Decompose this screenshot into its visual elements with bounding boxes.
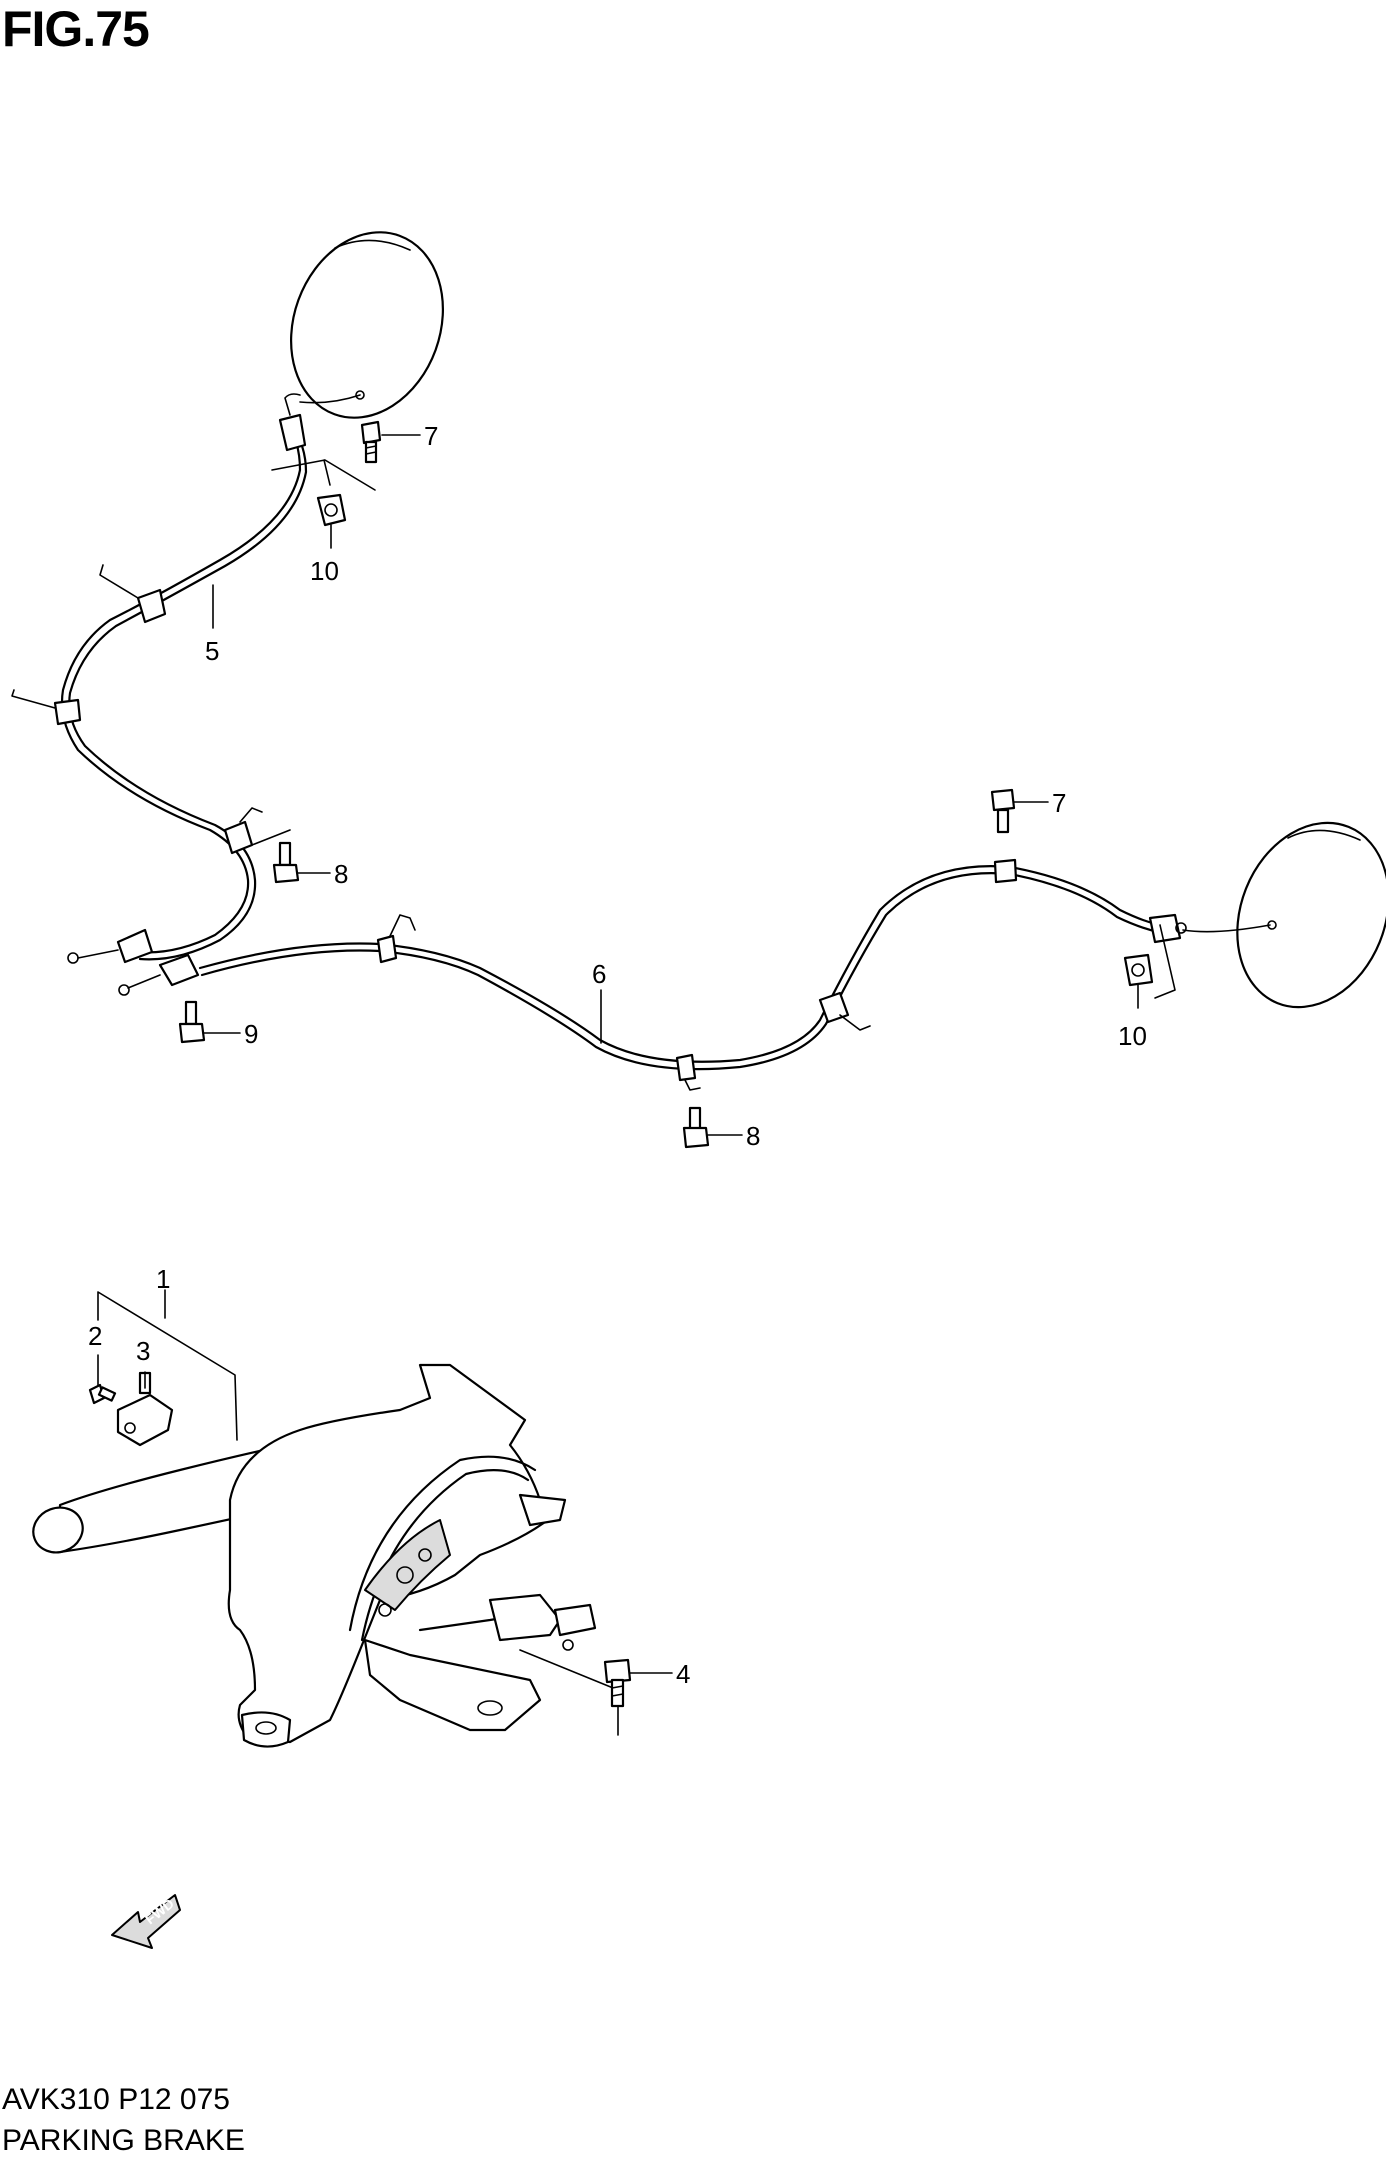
callout-9: 9 xyxy=(244,1019,258,1049)
figure-title: FIG.75 xyxy=(2,1,150,57)
callout-7-right: 7 xyxy=(1052,788,1066,818)
nut-10-left xyxy=(316,493,347,527)
screw-2 xyxy=(88,1383,117,1405)
cable-6 xyxy=(118,858,1277,1091)
bolt-9 xyxy=(178,1000,206,1044)
fwd-direction-arrow: FWD xyxy=(111,1894,181,1949)
bolt-4 xyxy=(519,1649,632,1736)
bolt-8-right xyxy=(682,1106,710,1149)
drawing-code: AVK310 P12 075 xyxy=(2,2083,230,2116)
left-brake-drum xyxy=(289,231,445,419)
callouts: 7 10 5 8 9 6 7 10 8 1 2 3 4 xyxy=(88,421,1147,1689)
callout-1: 1 xyxy=(156,1264,170,1294)
bolt-7-left xyxy=(360,420,382,464)
callout-4: 4 xyxy=(676,1659,690,1689)
callout-5: 5 xyxy=(205,636,219,666)
bolt-8-left xyxy=(251,829,300,884)
callout-8-left: 8 xyxy=(334,859,348,889)
callout-7-left: 7 xyxy=(424,421,438,451)
nut-10-right xyxy=(1123,953,1154,987)
callout-6: 6 xyxy=(592,959,606,989)
callout-3: 3 xyxy=(136,1336,150,1366)
callout-10-left: 10 xyxy=(310,556,339,586)
parking-brake-lever-assembly xyxy=(32,1291,597,1748)
callout-10-right: 10 xyxy=(1118,1021,1147,1051)
cable-5 xyxy=(11,393,308,964)
callout-2: 2 xyxy=(88,1321,102,1351)
figure-caption: PARKING BRAKE xyxy=(2,2124,245,2157)
leader-bracket-right xyxy=(1154,924,1176,999)
leader-bracket-left xyxy=(271,459,376,491)
right-brake-drum xyxy=(1236,821,1386,1009)
bolt-7-right xyxy=(990,788,1016,834)
callout-8-right: 8 xyxy=(746,1121,760,1151)
